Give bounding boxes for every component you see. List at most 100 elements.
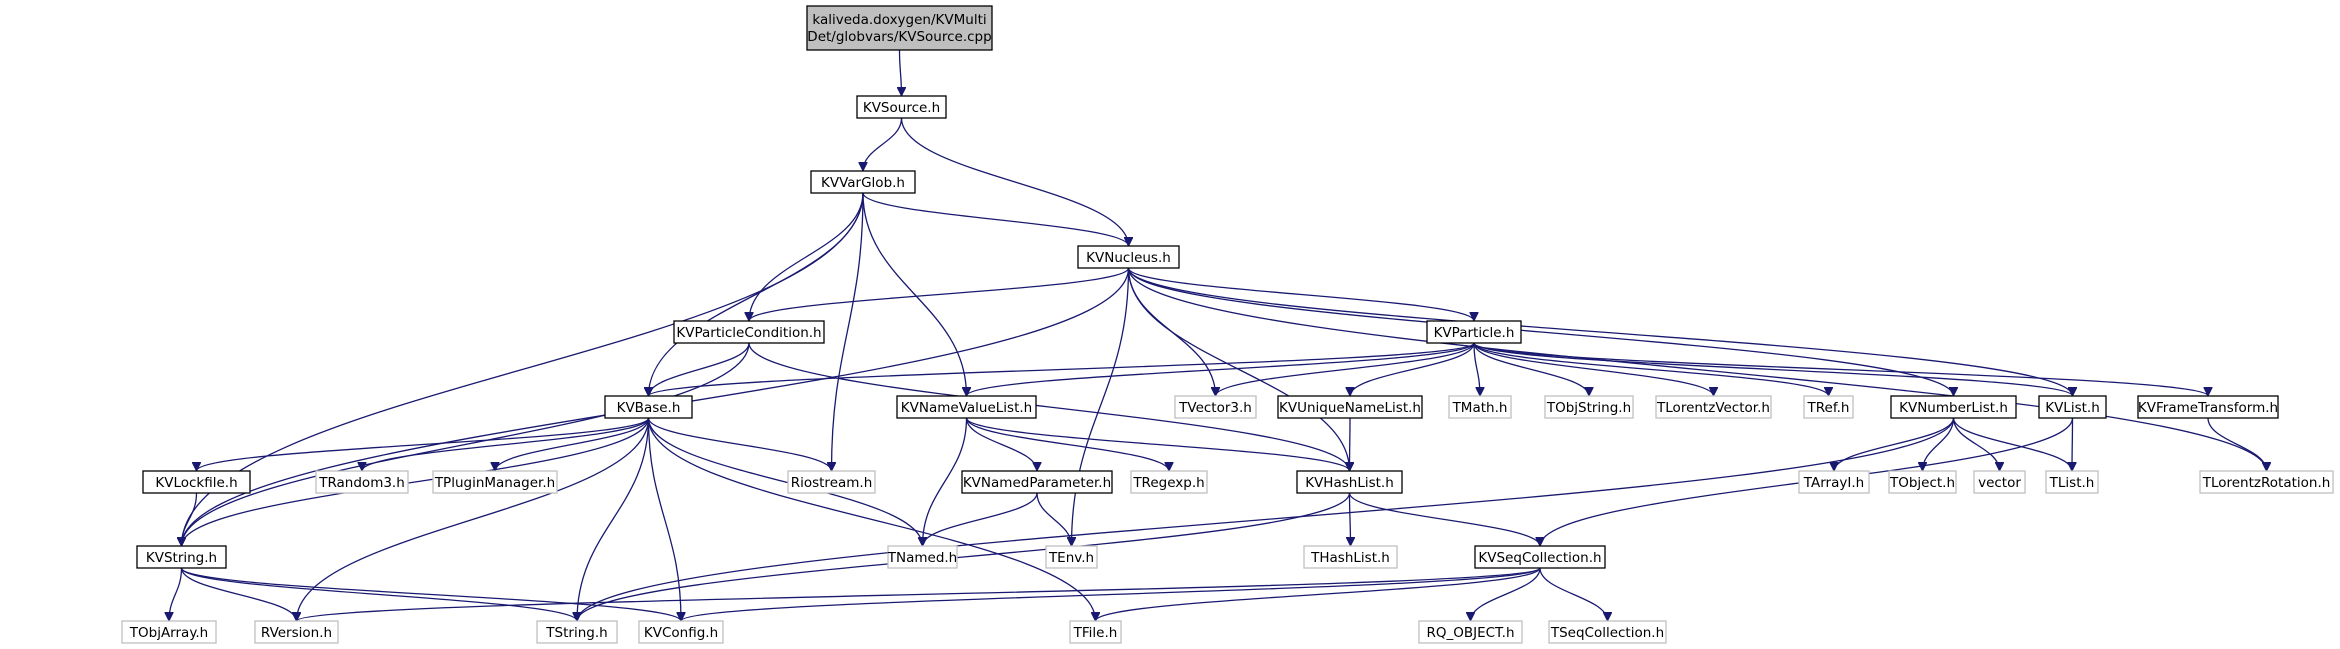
edge-kvseqcollection-to-rq-object [1471, 567, 1541, 622]
edge-kvnumberlist-to-tlist [1952, 417, 2073, 472]
node-label: TEnv.h [1048, 550, 1094, 566]
node-box [1474, 545, 1606, 569]
edge-kvparticle-to-kvlist [1473, 342, 2073, 397]
node-tenv: TEnv.h [1045, 545, 1098, 569]
node-kvuniquenamelist[interactable]: KVUniqueNameList.h [1277, 395, 1423, 419]
edge-kvnucleus-to-tlorentzrotation [1127, 267, 2267, 471]
node-label: TLorentzVector.h [1656, 400, 1770, 416]
edge-kvparticle-to-tlorentzvector [1473, 342, 1714, 397]
edge-kvstring-to-tstring [180, 567, 578, 622]
node-kvconfig: KVConfig.h [638, 620, 724, 644]
node-box [1655, 395, 1772, 419]
edge-kvparticle-to-kvnamevaluelist [967, 342, 1475, 397]
node-vector: vector [1973, 470, 2026, 494]
node-kvstring[interactable]: KVString.h [136, 545, 227, 569]
node-label: KVNucleus.h [1086, 250, 1171, 266]
node-thashlist: THashList.h [1303, 545, 1398, 569]
node-label: TVector3.h [1178, 400, 1252, 416]
edge-kvnucleus-to-kvhashlist [1127, 267, 1350, 471]
nodes-layer: kaliveda.doxygen/KVMultiDet/globvars/KVS… [121, 5, 2334, 644]
node-kvparticle[interactable]: KVParticle.h [1426, 320, 1522, 344]
node-kvhashlist[interactable]: KVHashList.h [1296, 470, 1403, 494]
edge-kvparticle-to-tmath [1473, 342, 1480, 396]
node-label: RQ_OBJECT.h [1426, 625, 1514, 641]
root-label-line: kaliveda.doxygen/KVMulti [812, 12, 986, 28]
node-label: KVBase.h [617, 400, 681, 416]
node-box [1303, 545, 1398, 569]
node-box [1448, 395, 1512, 419]
node-box [1544, 395, 1634, 419]
edge-kvnumberlist-to-tstring [577, 417, 1955, 621]
node-kvparticlecondition[interactable]: KVParticleCondition.h [673, 320, 825, 344]
node-trandom3: TRandom3.h [315, 470, 409, 494]
node-kvnamedparameter[interactable]: KVNamedParameter.h [961, 470, 1113, 494]
node-box [254, 620, 339, 644]
node-box [1803, 395, 1854, 419]
node-rversion: RVersion.h [254, 620, 339, 644]
node-kvlockfile[interactable]: KVLockfile.h [142, 470, 251, 494]
node-box [1174, 395, 1257, 419]
node-kvframetransform[interactable]: KVFrameTransform.h [2137, 395, 2279, 419]
edge-kvparticle-to-kvuniquenamelist [1350, 342, 1475, 397]
edge-kvbase-to-kvconfig [647, 417, 682, 621]
node-tlorentzvector: TLorentzVector.h [1655, 395, 1772, 419]
edge-kvnucleus-to-kvparticle [1127, 267, 1475, 322]
node-box [2199, 470, 2334, 494]
node-label: KVVarGlob.h [821, 175, 905, 191]
node-box [673, 320, 825, 344]
node-riostream: Riostream.h [787, 470, 876, 494]
node-tlorentzrotation: TLorentzRotation.h [2199, 470, 2334, 494]
node-label: KVSource.h [863, 100, 940, 116]
edge-kvnamedparameter-to-tnamed [923, 492, 1038, 547]
node-label: THashList.h [1310, 550, 1390, 566]
node-tmath: TMath.h [1448, 395, 1512, 419]
edge-kvvarglob-to-kvnamevaluelist [862, 192, 967, 396]
node-kvnamevaluelist[interactable]: KVNameValueList.h [896, 395, 1037, 419]
edge-kvhashlist-to-kvseqcollection [1348, 492, 1541, 547]
node-kvbase[interactable]: KVBase.h [604, 395, 693, 419]
node-kvsource[interactable]: KVSource.h [856, 95, 947, 119]
node-tregexp: TRegexp.h [1130, 470, 1208, 494]
node-label: KVNamedParameter.h [963, 475, 1111, 491]
node-box [2045, 470, 2099, 494]
node-box [1548, 620, 1667, 644]
node-tpluginmanager: TPluginManager.h [432, 470, 558, 494]
node-kvnucleus[interactable]: KVNucleus.h [1077, 245, 1180, 269]
edge-kvnamevaluelist-to-kvhashlist [965, 417, 1350, 472]
node-label: KVConfig.h [644, 625, 718, 641]
edge-kvlist-to-tlist [2072, 417, 2073, 471]
node-box [1277, 395, 1423, 419]
node-box [806, 5, 993, 51]
node-box [856, 95, 947, 119]
edge-kvvarglob-to-riostream [832, 192, 864, 471]
node-box [1798, 470, 1870, 494]
node-box [142, 470, 251, 494]
node-box [121, 620, 217, 644]
node-kvvarglob[interactable]: KVVarGlob.h [810, 170, 916, 194]
node-box [1418, 620, 1523, 644]
edge-kvbase-to-kvlockfile [197, 417, 650, 472]
edge-kvbase-to-trandom3 [362, 417, 650, 472]
node-box [536, 620, 618, 644]
node-box [961, 470, 1113, 494]
edge-kvbase-to-riostream [647, 417, 832, 472]
node-box [1973, 470, 2026, 494]
node-box [1890, 395, 2017, 419]
edge-kvlockfile-to-kvstring [182, 492, 198, 546]
node-tseqcollection: TSeqCollection.h [1548, 620, 1667, 644]
node-box [1296, 470, 1403, 494]
node-box [810, 170, 916, 194]
edge-kvseqcollection-to-tfile [1096, 567, 1541, 622]
edge-kvparticle-to-kvbase [649, 342, 1475, 397]
node-label: KVNumberList.h [1899, 400, 2008, 416]
node-label: TObjString.h [1546, 400, 1631, 416]
edge-kvseqcollection-to-tseqcollection [1539, 567, 1608, 622]
edge-kvnumberlist-to-vector [1952, 417, 2000, 472]
edge-kvparticle-to-tvector3 [1216, 342, 1475, 397]
node-kvnumberlist[interactable]: KVNumberList.h [1890, 395, 2017, 419]
edge-kvnamevaluelist-to-tregexp [965, 417, 1170, 472]
node-box [1426, 320, 1522, 344]
node-kvseqcollection[interactable]: KVSeqCollection.h [1474, 545, 1606, 569]
node-box [1077, 245, 1180, 269]
node-kvlist[interactable]: KVList.h [2038, 395, 2107, 419]
